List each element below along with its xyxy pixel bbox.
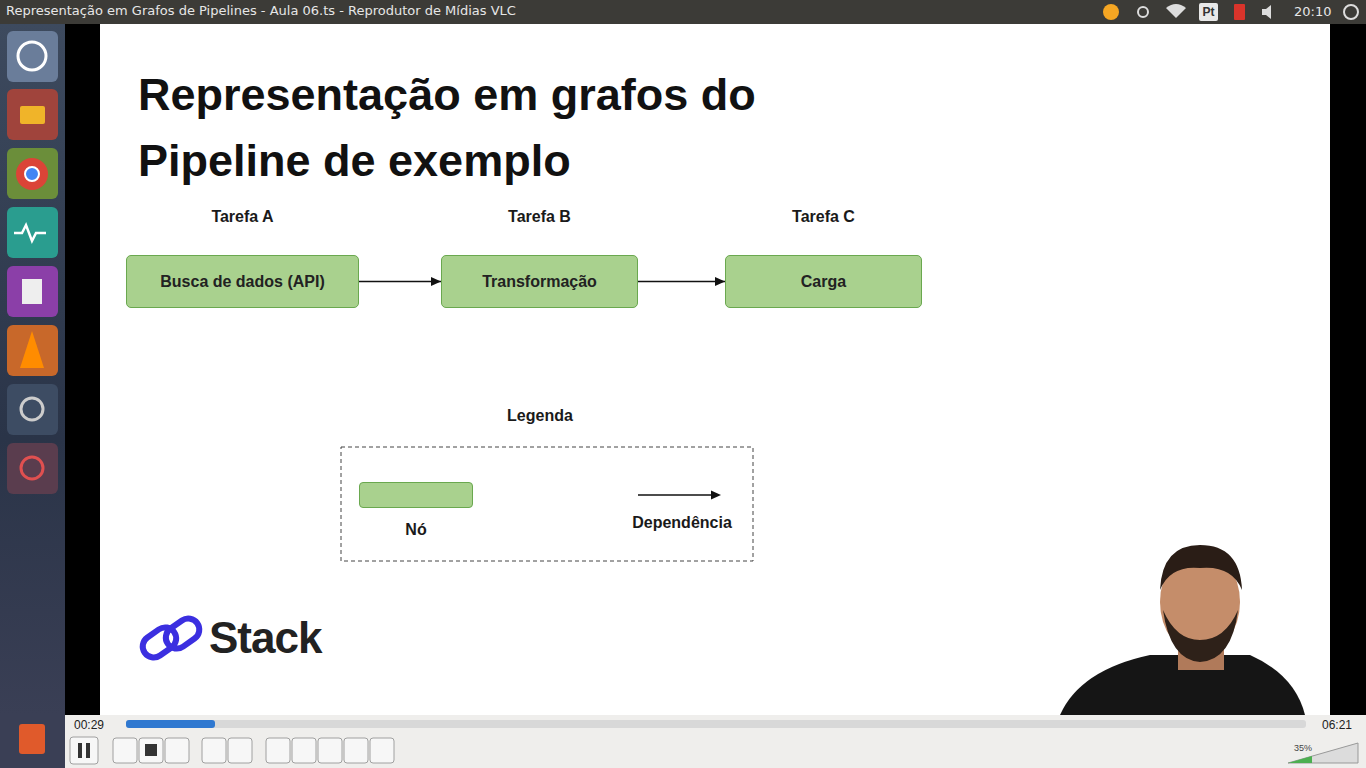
progress-fill	[126, 720, 215, 728]
keyboard-indicator	[1199, 3, 1218, 21]
volume-slider	[1288, 743, 1358, 763]
stack-logo-text: Stack	[209, 613, 321, 663]
launcher-icon	[7, 443, 58, 494]
launcher-icon	[7, 31, 58, 82]
monitor-icon	[14, 225, 46, 241]
task-node: Tarefa A Busca de dados (API)	[126, 205, 359, 308]
dependency-arrow	[359, 281, 441, 283]
launcher-icon	[7, 384, 58, 435]
task-node: Tarefa B Transformação	[441, 205, 638, 308]
box-label: Busca de dados (API)	[160, 273, 324, 291]
window-title: Representação em Grafos de Pipelines - A…	[6, 3, 516, 18]
progress-track	[126, 720, 1306, 728]
box-label: Transformação	[482, 273, 597, 291]
clock-time: 20:10	[1294, 4, 1331, 19]
process-box: Transformação	[441, 255, 638, 308]
control-buttons	[70, 737, 394, 764]
stack-logo-mark	[138, 609, 203, 666]
total-time: 06:21	[1322, 718, 1352, 732]
disk-icon	[21, 457, 43, 479]
legend-heading: Legenda	[440, 407, 640, 425]
disk-icon	[21, 398, 43, 420]
task-node: Tarefa C Carga	[725, 205, 922, 308]
legend-text: Dependência	[612, 514, 752, 532]
control-glyphs	[78, 743, 157, 758]
chrome-icon	[25, 167, 39, 181]
folder-icon	[20, 106, 45, 124]
volume-percent: 35%	[1294, 743, 1312, 753]
launcher-icon	[7, 89, 58, 140]
legend-swatch	[359, 482, 473, 508]
task-heading: Tarefa A	[126, 205, 359, 229]
document-icon	[22, 279, 42, 304]
legend-frame	[341, 447, 753, 561]
power-icon	[1344, 5, 1358, 19]
task-heading: Tarefa C	[725, 205, 922, 229]
legend-arrowhead	[711, 491, 721, 500]
process-box: Carga	[725, 255, 922, 308]
brightness-icon	[1138, 7, 1148, 17]
status-icon	[1103, 4, 1119, 20]
slide-ground	[100, 24, 1330, 715]
battery-icon	[1234, 4, 1245, 20]
process-box: Busca de dados (API)	[126, 255, 359, 308]
volume-level	[1288, 756, 1312, 763]
trash-icon	[19, 724, 45, 754]
task-heading: Tarefa B	[441, 205, 638, 229]
launcher-icon	[7, 148, 58, 199]
presenter-webcam	[1060, 545, 1305, 715]
launcher-icon	[7, 325, 58, 376]
launcher-icon	[7, 266, 58, 317]
box-label: Carga	[801, 273, 846, 291]
legend-text: Nó	[366, 521, 466, 539]
chrome-icon	[16, 158, 48, 190]
ubuntu-logo	[18, 42, 46, 70]
wifi-icon	[1166, 4, 1186, 18]
slide-title: Representação em grafos do Pipeline de e…	[138, 62, 898, 194]
keyboard-layout: Pt	[1201, 5, 1216, 19]
dependency-arrow	[638, 281, 725, 283]
elapsed-time: 00:29	[74, 718, 104, 732]
vlc-icon	[20, 331, 44, 368]
launcher-icon	[7, 207, 58, 258]
legend-arrow	[638, 494, 714, 496]
volume-icon	[1262, 5, 1271, 19]
